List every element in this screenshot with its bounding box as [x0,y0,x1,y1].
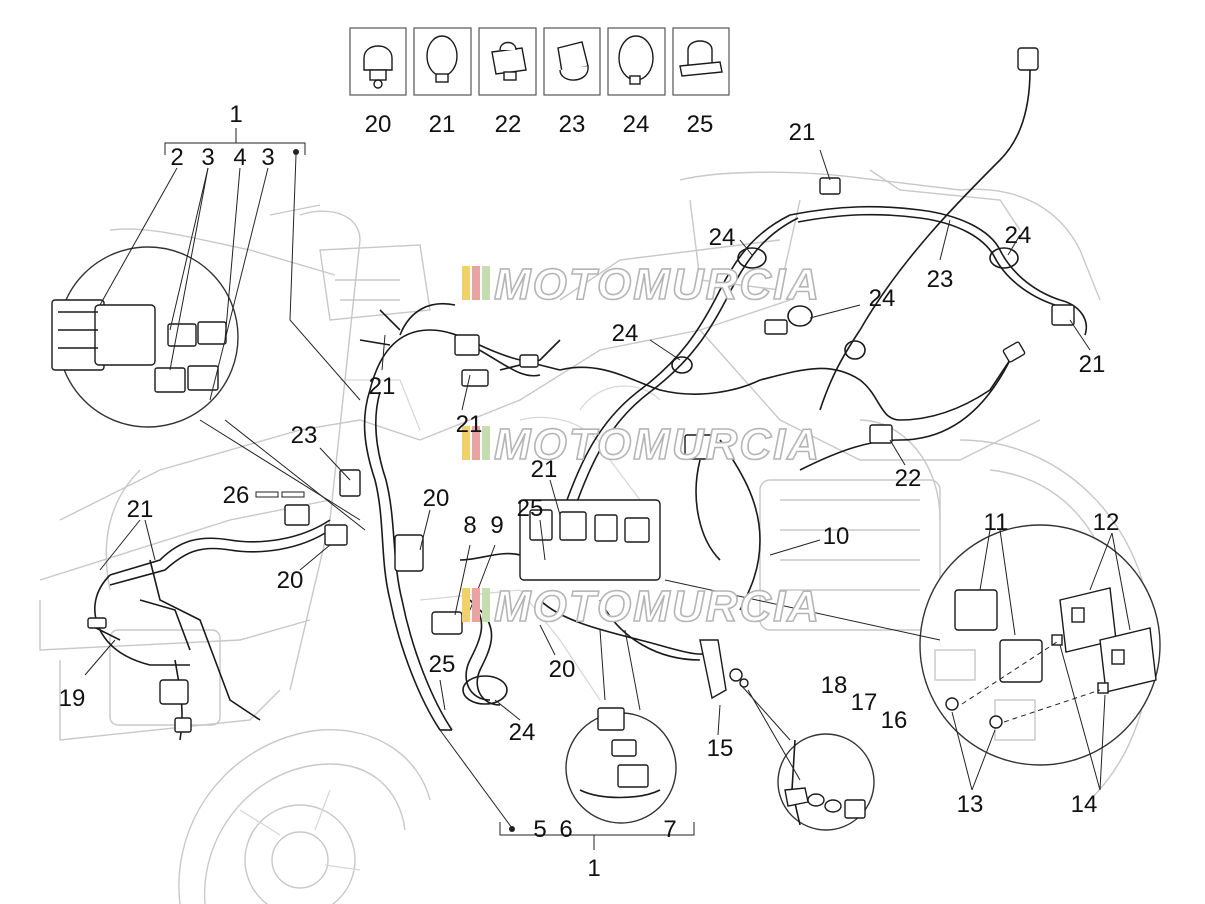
label-4: 4 [233,144,246,171]
label-14: 14 [1071,791,1098,818]
label-21-b: 21 [456,411,483,438]
legend-label-25: 25 [687,111,714,138]
label-11: 11 [984,509,1009,536]
label-21-d: 21 [127,496,154,523]
label-15: 15 [707,735,734,762]
watermark-1: MOTOMURCIA [462,259,821,310]
legend-label-22: 22 [495,111,522,138]
label-21-c: 21 [531,456,558,483]
label-24-c: 24 [869,285,896,312]
watermarks: MOTOMURCIA MOTOMURCIA MOTOMURCIA [462,259,821,632]
legend-item-22: 22 [478,27,537,138]
legend-item-21: 21 [413,27,472,138]
label-26: 26 [223,482,250,509]
detail-fusebox [51,246,239,428]
label-17: 17 [851,689,878,716]
assembly-bracket-top [164,128,306,155]
vehicle-outline [39,169,1152,904]
label-3-b: 3 [261,144,274,171]
label-1-bottom: 1 [587,855,600,882]
label-21-e: 21 [789,119,816,146]
label-16: 16 [881,707,908,734]
label-24-e: 24 [509,719,536,746]
label-21-f: 21 [1079,351,1106,378]
legend-item-20: 20 [349,27,407,138]
watermark-2: MOTOMURCIA [462,419,821,470]
callout-labels: 1 2 3 4 3 21 21 21 21 21 21 23 23 24 24 … [59,101,1120,882]
label-24-b: 24 [1005,222,1032,249]
label-10: 10 [823,523,850,550]
leader-lines [84,149,1131,829]
label-1-top: 1 [229,101,242,128]
legend-item-24: 24 [607,27,666,138]
detail-ground [739,683,875,831]
label-6: 6 [559,816,572,843]
watermark-text-2: MOTOMURCIA [494,420,821,469]
part-26-strip-a [255,491,279,498]
legend-label-24: 24 [623,111,650,138]
label-24-a: 24 [709,224,736,251]
label-22: 22 [895,465,922,492]
label-24-d: 24 [612,320,639,347]
label-23-b: 23 [927,266,954,293]
label-20-a: 20 [423,485,450,512]
label-2: 2 [170,144,183,171]
label-12: 12 [1093,509,1120,536]
label-20-b: 20 [277,567,304,594]
assembly-bracket-bottom [499,822,695,850]
label-9: 9 [490,512,503,539]
legend-label-21: 21 [429,111,456,138]
watermark-text-3: MOTOMURCIA [494,582,821,631]
label-20-c: 20 [549,656,576,683]
label-23-a: 23 [291,422,318,449]
label-19: 19 [59,685,86,712]
watermark-3: MOTOMURCIA [462,581,821,632]
part-26-strip-b [281,491,305,498]
label-21-a: 21 [369,373,396,400]
label-7: 7 [663,816,676,843]
label-5: 5 [533,816,546,843]
legend-item-23: 23 [543,27,601,138]
detail-relays [919,524,1161,766]
watermark-text-1: MOTOMURCIA [494,260,821,309]
detail-fuseholder [565,707,677,824]
legend-item-25: 25 [672,27,730,138]
harness-connectors [87,47,1075,733]
label-25-a: 25 [517,495,544,522]
legend-label-23: 23 [559,111,586,138]
label-25-b: 25 [429,651,456,678]
label-18: 18 [821,672,848,699]
label-3-a: 3 [201,144,214,171]
legend-label-20: 20 [365,111,392,138]
parts-legend: 20 21 22 23 24 [349,27,730,138]
label-13: 13 [957,791,984,818]
label-8: 8 [463,512,476,539]
